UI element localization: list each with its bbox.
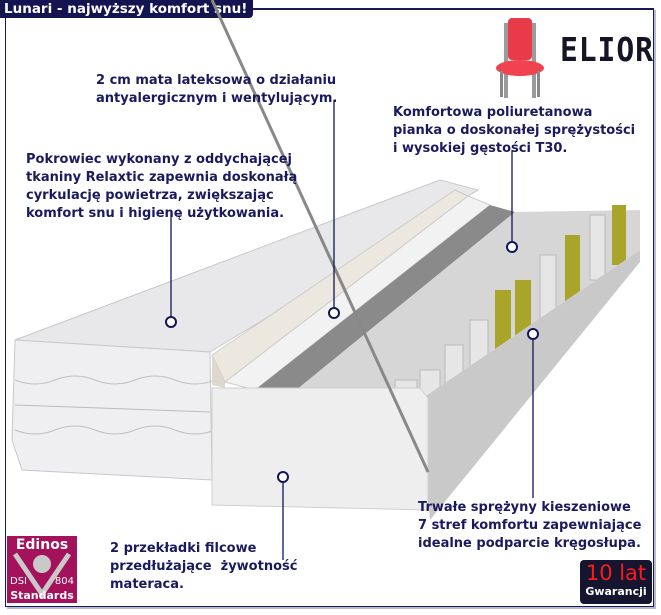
edinos-standards: Standards <box>10 589 74 602</box>
checkmark-logo-icon <box>12 552 72 599</box>
warranty-badge: 10 lat Gwarancji <box>580 560 652 604</box>
feature-springs: Trwałe sprężyny kieszeniowe 7 stref komf… <box>418 500 642 551</box>
callout-dot-latex <box>328 307 340 319</box>
content-frame <box>5 8 654 607</box>
feature-foam: Komfortowa poliuretanowa pianka o doskon… <box>393 105 636 156</box>
edinos-badge: Edinos DSI 804 Standards <box>7 536 77 603</box>
brand-logo: ELIOR <box>560 30 654 69</box>
edinos-dsi: DSI <box>10 576 27 587</box>
chair-icon <box>496 18 544 98</box>
edinos-name: Edinos <box>15 537 69 553</box>
feature-latex: 2 cm mata lateksowa o działaniu antyaler… <box>96 73 338 106</box>
edinos-number: 804 <box>54 576 74 587</box>
callout-dot-felt <box>277 471 289 483</box>
callout-dot-foam <box>506 241 518 253</box>
warranty-label: Gwarancji <box>585 585 647 598</box>
callout-dot-springs <box>527 328 539 340</box>
page-title: Lunari - najwyższy komfort snu! <box>0 0 254 18</box>
warranty-years: 10 lat <box>585 561 647 585</box>
feature-felt: 2 przekładki filcowe przedłużające żywot… <box>110 541 298 592</box>
feature-cover: Pokrowiec wykonany z oddychającej tkanin… <box>26 152 298 221</box>
callout-dot-cover <box>165 316 177 328</box>
